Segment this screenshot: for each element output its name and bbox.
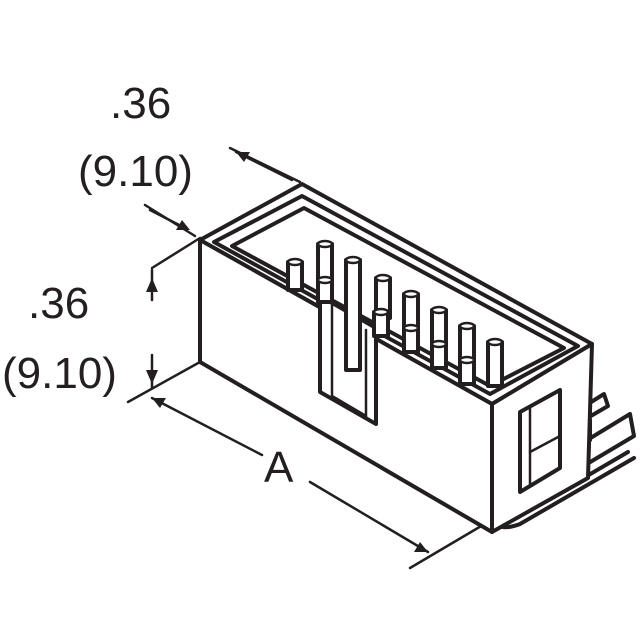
end-window-rail [528, 434, 562, 454]
pin-front-4 [402, 323, 420, 354]
length-label: A [264, 443, 294, 492]
height-ext-top [150, 236, 202, 270]
pin-front-3 [372, 307, 390, 338]
pin-front-6 [458, 355, 476, 386]
height-dimension: .36 (9.10) [2, 236, 202, 404]
pin-front-2 [316, 275, 334, 304]
length-ext-right [408, 520, 490, 570]
lead-top [582, 392, 610, 422]
pin-back-5 [430, 305, 448, 352]
length-dim-line-right [308, 480, 430, 554]
top-width-inch-label: .36 [110, 79, 171, 128]
pin-back-7 [486, 337, 504, 388]
connector-body [198, 182, 594, 534]
lead-middle [558, 412, 636, 482]
top-width-mm-label: (9.10) [78, 147, 193, 196]
top-width-dimension: .36 (9.10) [78, 79, 302, 238]
pin-array [286, 239, 504, 388]
height-ext-bottom [126, 360, 202, 404]
length-arrow-right [414, 542, 428, 552]
pin-front-1 [286, 257, 304, 292]
length-dim-line-left [150, 396, 264, 457]
pin-front-5 [430, 339, 448, 370]
length-arrow-left [152, 398, 166, 408]
length-dimension: A [150, 396, 490, 570]
height-inch-label: .36 [28, 279, 89, 328]
top-arrow-upper [236, 152, 250, 162]
height-mm-label: (9.10) [2, 349, 117, 398]
pin-back-2 [344, 255, 362, 372]
top-arrow-lower [176, 220, 190, 230]
height-arrow-bottom [146, 370, 158, 384]
slot-inner-edge [330, 298, 368, 419]
height-arrow-top [146, 278, 158, 292]
